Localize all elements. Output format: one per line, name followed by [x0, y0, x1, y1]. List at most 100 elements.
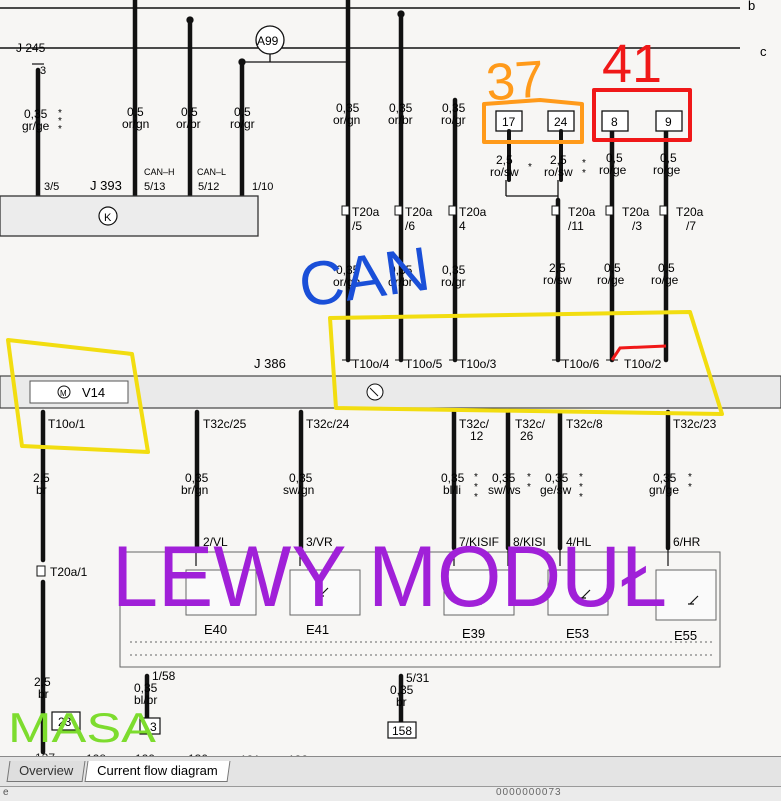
annotation-masa: MASA — [8, 704, 156, 751]
svg-text:12: 12 — [470, 429, 484, 443]
annotation-37: 37 — [484, 50, 546, 112]
svg-text:*: * — [688, 482, 692, 493]
lower-wire-labels: 2,5 br 0,35 br/gn 0,35 sw/gn 0,35 bl/li … — [33, 471, 692, 503]
top-wire-labels: 0,35 gr/ge *** 0,5 or/gn 0,5 or/br 0,5 r… — [22, 101, 466, 135]
box-wire-labels: 2,5 ro/sw * 2,5 ro/sw ** 0,5 ro/ge 0,5 r… — [490, 151, 681, 179]
switch-pin-labels: 2/VL 3/VR 7/KISIF 8/KISI 4/HL 6/HR — [203, 535, 701, 549]
svg-text:0,35: 0,35 — [134, 681, 158, 695]
switch-names: E40 E41 E39 E53 E55 — [204, 622, 697, 643]
svg-text:0,35: 0,35 — [390, 683, 414, 697]
svg-text:br: br — [38, 687, 49, 701]
svg-text:/3: /3 — [632, 219, 642, 233]
svg-text:0,35: 0,35 — [185, 471, 209, 485]
svg-text:/5: /5 — [352, 219, 362, 233]
ground-label: 23 — [58, 715, 72, 729]
svg-text:*: * — [579, 482, 583, 493]
svg-text:*: * — [58, 116, 62, 127]
wire-gauge: 0,5 — [181, 105, 198, 119]
svg-text:*: * — [474, 472, 478, 483]
svg-text:T32c/25: T32c/25 — [203, 417, 247, 431]
svg-text:0,35: 0,35 — [545, 471, 569, 485]
status-bar: e 0000000073 — [0, 786, 781, 801]
box-label: 17 — [502, 115, 516, 129]
wire-color: or/gn — [122, 117, 149, 131]
v14-label: V14 — [82, 385, 105, 400]
wire-gauge: 0,35 — [336, 101, 360, 115]
svg-text:T20a: T20a — [622, 205, 650, 219]
svg-text:4/HL: 4/HL — [566, 535, 592, 549]
wire-color: gr/ge — [22, 119, 50, 133]
wire-gauge: 0,35 — [389, 101, 413, 115]
tab-overview[interactable]: Overview — [6, 761, 86, 782]
connector-boxes — [495, 110, 683, 132]
wire-color: ro/gr — [441, 113, 466, 127]
annotation-lewy-modul: LEWY MODUŁ — [112, 529, 667, 625]
j393-pin: 5/13 — [144, 181, 165, 193]
bus-label-b: b — [748, 0, 755, 13]
box-label: 24 — [554, 115, 568, 129]
svg-text:*: * — [58, 124, 62, 135]
mid-wire-labels: 0,35 or/gn 0,35 or/br 0,35 ro/gr 2,5 ro/… — [333, 261, 679, 289]
svg-text:0,5: 0,5 — [604, 261, 621, 275]
annotation-yellow — [6, 310, 724, 454]
svg-text:2,5: 2,5 — [33, 471, 50, 485]
svg-text:*: * — [528, 162, 532, 173]
wire-gauge: 0,35 — [442, 101, 466, 115]
svg-text:br: br — [396, 695, 407, 709]
svg-text:T20a: T20a — [676, 205, 704, 219]
svg-text:ro/sw: ro/sw — [543, 273, 572, 287]
svg-text:0,5: 0,5 — [660, 151, 677, 165]
svg-text:2/VL: 2/VL — [203, 535, 228, 549]
svg-text:0,5: 0,5 — [606, 151, 623, 165]
svg-text:*: * — [579, 492, 583, 503]
svg-text:or/gn: or/gn — [333, 275, 360, 289]
svg-text:bl/li: bl/li — [443, 483, 461, 497]
svg-text:T10o/2: T10o/2 — [624, 357, 662, 371]
svg-text:T10o/5: T10o/5 — [405, 357, 443, 371]
ground-label: 3 — [150, 720, 157, 734]
svg-text:ro/ge: ro/ge — [651, 273, 679, 287]
svg-text:*: * — [582, 168, 586, 179]
tab-current-flow-diagram[interactable]: Current flow diagram — [84, 761, 231, 782]
svg-text:2,5: 2,5 — [34, 675, 51, 689]
top-bus-lines — [0, 7, 740, 49]
tab-bar: Overview Current flow diagram — [0, 756, 781, 787]
svg-text:*: * — [527, 482, 531, 493]
bottom-wire-labels: 2,5 br 1/58 0,35 bl/br 5/31 0,35 br — [34, 669, 430, 709]
svg-text:T20a: T20a — [459, 205, 487, 219]
wire-color: or/br — [388, 113, 413, 127]
svg-text:1/58: 1/58 — [152, 669, 176, 683]
ground-label: 158 — [392, 724, 412, 738]
svg-text:T32c/8: T32c/8 — [566, 417, 603, 431]
svg-text:T20a: T20a — [352, 205, 380, 219]
svg-text:T32c/: T32c/ — [515, 417, 546, 431]
svg-text:/6: /6 — [405, 219, 415, 233]
svg-text:ro/sw: ro/sw — [544, 165, 573, 179]
t10o-pin-labels: T10o/4 T10o/5 T10o/3 T10o/6 T10o/2 — [352, 357, 662, 371]
svg-text:gn/ge: gn/ge — [649, 483, 679, 497]
svg-text:/7: /7 — [686, 219, 696, 233]
svg-text:0,35: 0,35 — [441, 471, 465, 485]
svg-text:0,35: 0,35 — [653, 471, 677, 485]
svg-text:E53: E53 — [566, 626, 589, 641]
bus-label-c: c — [760, 44, 767, 59]
svg-text:0,35: 0,35 — [442, 263, 466, 277]
svg-text:or/br: or/br — [388, 275, 413, 289]
tab-current-label: Current flow diagram — [97, 763, 218, 778]
svg-text:8/KISI: 8/KISI — [513, 535, 546, 549]
lower-pin-labels: T10o/1 T32c/25 T32c/24 T32c/12 T32c/26 T… — [48, 417, 717, 443]
svg-text:T32c/24: T32c/24 — [306, 417, 350, 431]
annotation-red — [592, 88, 692, 142]
box-label: 8 — [611, 115, 618, 129]
svg-text:ro/gr: ro/gr — [441, 275, 466, 289]
j245-label: J 245 — [16, 41, 46, 55]
j245-pin: 3 — [40, 65, 46, 77]
svg-text:br/gn: br/gn — [181, 483, 208, 497]
svg-text:/11: /11 — [568, 219, 584, 233]
box-label: 9 — [665, 115, 672, 129]
svg-text:0,35: 0,35 — [389, 263, 413, 277]
j386-label: J 386 — [254, 356, 286, 371]
svg-text:T20a: T20a — [405, 205, 433, 219]
wire-color: ro/gr — [230, 117, 255, 131]
svg-text:0,35: 0,35 — [492, 471, 516, 485]
